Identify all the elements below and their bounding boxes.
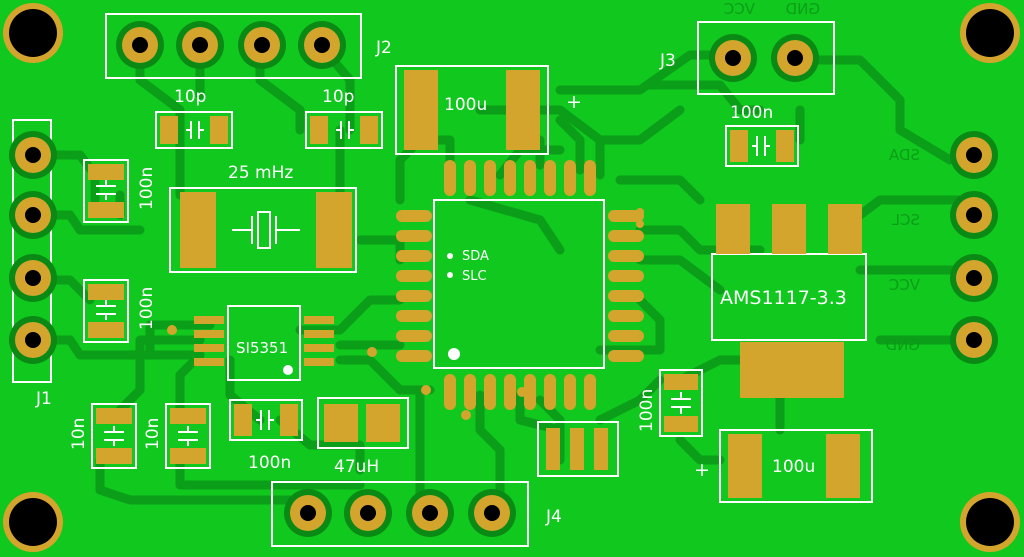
cap-10p-left-label: 10p (174, 87, 206, 107)
si5351-label: SI5351 (236, 339, 288, 357)
mounting-hole-bottom-left (3, 492, 63, 552)
mounting-hole-top-left (3, 3, 63, 63)
through-hole-pins (9, 21, 998, 537)
cap-100u-top-plus: + (566, 91, 582, 113)
bottom-silk-scl-edge: SCL (891, 211, 920, 229)
j1-label: J1 (35, 389, 52, 409)
cap-100n-reg-label: 100n (637, 389, 657, 432)
j3-label: J3 (659, 51, 676, 71)
j3-pin (709, 34, 757, 82)
mounting-hole-bottom-right (960, 492, 1020, 552)
mcu-sda-label: SDA (462, 249, 489, 264)
j4-pin (344, 489, 392, 537)
bottom-silk-gnd-edge: GND (886, 336, 920, 354)
silkscreen-outlines (12, 13, 873, 547)
j4-pin (468, 489, 516, 537)
bottom-silk-vcc-edge: VCC (889, 276, 920, 294)
bottom-silk: VCC GND GND VCC SCL SDA (724, 0, 920, 354)
cap-100u-bottom-label: 100u (772, 457, 815, 477)
j2-pin (116, 21, 164, 69)
mounting-holes (3, 3, 1020, 552)
mcu-slc-label: SLC (462, 269, 487, 284)
smd-pads (88, 70, 862, 498)
j1-pin (9, 131, 57, 179)
cap-100n-bottom-label: 100n (248, 453, 291, 473)
j4-label: J4 (545, 507, 562, 527)
vias (167, 208, 644, 420)
inductor-label: 47uH (334, 457, 379, 477)
bottom-silk-sda-edge: SDA (888, 146, 920, 164)
cap-10p-right-label: 10p (322, 87, 354, 107)
cap-100n-j1-bottom-label: 100n (137, 287, 157, 330)
capacitor-symbols (96, 121, 770, 446)
mounting-hole-top-right (960, 3, 1020, 63)
j3-pin (771, 34, 819, 82)
edge-pin (950, 131, 998, 179)
edge-pin (950, 254, 998, 302)
j2-pin (176, 21, 224, 69)
silk-labels: J1 J2 J3 J4 25 mHz SI5351 AMS1117-3.3 SD… (35, 38, 847, 527)
j1-pin (9, 191, 57, 239)
cap-10n-left-label: 10n (69, 418, 89, 450)
cap-100u-top-label: 100u (444, 95, 487, 115)
bottom-silk-vcc: VCC (724, 0, 755, 18)
j2-pin (298, 21, 346, 69)
j2-label: J2 (375, 38, 392, 58)
j4-pin (284, 489, 332, 537)
j1-pin (9, 254, 57, 302)
j2-pin (238, 21, 286, 69)
crystal-label: 25 mHz (228, 163, 293, 183)
cap-100n-j3-label: 100n (730, 103, 773, 123)
mcu-pads (396, 160, 644, 410)
j4-pin (406, 489, 454, 537)
cap-10n-right-label: 10n (143, 418, 163, 450)
edge-pin (950, 316, 998, 364)
j1-pin (9, 316, 57, 364)
cap-100n-j1-top-label: 100n (137, 167, 157, 210)
bottom-silk-gnd: GND (786, 0, 820, 18)
regulator-label: AMS1117-3.3 (720, 287, 847, 309)
edge-pin (950, 191, 998, 239)
cap-100u-bottom-plus: + (694, 459, 710, 481)
